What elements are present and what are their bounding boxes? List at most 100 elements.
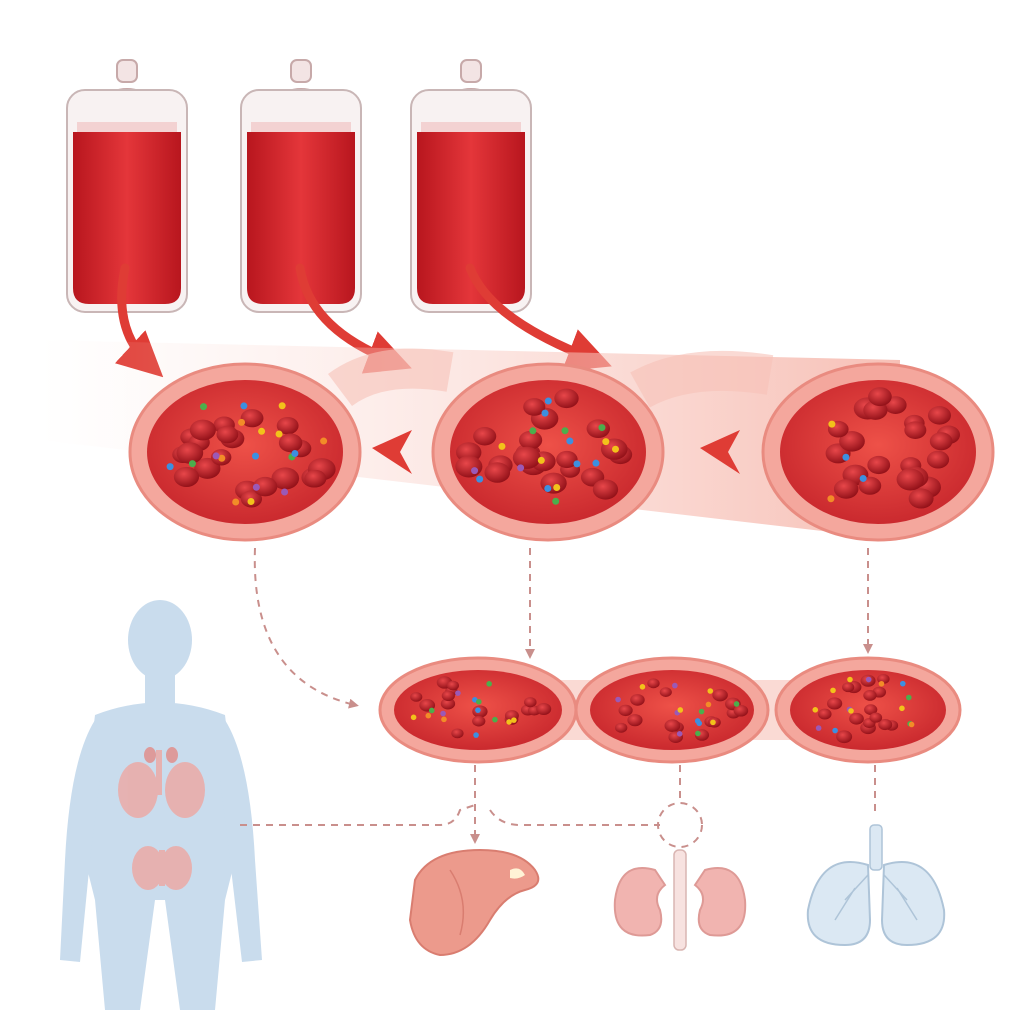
platelet-particle (258, 427, 266, 435)
red-blood-cell (455, 455, 483, 478)
red-blood-cell (869, 712, 883, 723)
vessel-large-3 (761, 362, 995, 542)
platelet-particle (592, 459, 600, 467)
flow-arrow-1 (372, 430, 412, 474)
blood-cells-small-2 (614, 678, 749, 743)
liver-icon (408, 848, 540, 957)
platelet-particle (232, 498, 240, 506)
red-blood-cell (818, 708, 832, 720)
red-blood-cell (276, 416, 299, 435)
platelet-particle (517, 464, 525, 472)
platelet-particle (441, 716, 447, 723)
platelet-particle (252, 483, 260, 491)
platelet-particle (672, 682, 678, 689)
red-blood-cell (441, 690, 455, 702)
platelet-particle (905, 694, 912, 701)
blood-bag-2 (240, 59, 362, 313)
dashed-connectors-top (253, 547, 873, 709)
platelet-particle (440, 710, 446, 717)
body-organs-lower (132, 846, 192, 890)
platelet-particle (212, 452, 220, 460)
platelet-particle (537, 456, 545, 464)
red-blood-cell (842, 682, 855, 693)
arrow-bag-3 (465, 263, 612, 372)
platelet-particle (492, 716, 498, 723)
platelet-particle (455, 690, 461, 696)
red-blood-cell (826, 697, 843, 710)
red-blood-cell (849, 712, 864, 725)
platelet-particle (677, 707, 684, 713)
red-blood-cell (304, 469, 327, 488)
platelet-particle (900, 680, 906, 687)
platelet-particle (166, 463, 174, 471)
red-blood-cell (540, 472, 567, 494)
red-blood-cell (839, 431, 865, 452)
red-blood-cell (627, 714, 643, 727)
body-silhouette (60, 600, 262, 1010)
platelet-particle (812, 706, 819, 713)
red-blood-cell (451, 728, 464, 739)
platelet-particle (471, 467, 479, 475)
platelet-particle (832, 727, 838, 734)
platelet-particle (475, 707, 481, 713)
blood-cells-large-3 (825, 387, 961, 509)
red-blood-cell (659, 687, 672, 697)
platelet-particle (240, 402, 248, 410)
red-blood-cell (410, 692, 423, 702)
platelet-particle (529, 427, 537, 435)
blood-bags (66, 59, 532, 313)
platelet-particle (566, 437, 574, 445)
red-blood-cell (836, 730, 853, 744)
body-organs-upper (118, 747, 205, 818)
platelet-particle (602, 438, 610, 446)
platelet-particle (707, 688, 714, 694)
platelet-particle (200, 403, 208, 411)
platelet-particle (498, 442, 506, 450)
platelet-particle (598, 424, 606, 432)
dashed-connector-1 (253, 547, 359, 709)
platelet-particle (238, 418, 246, 426)
red-blood-cell (556, 450, 578, 469)
platelet-particle (544, 397, 552, 405)
flow-arrows (372, 430, 740, 474)
vessel-large-2 (431, 362, 665, 542)
platelet-particle (252, 452, 260, 460)
lungs-icon (806, 824, 946, 947)
red-blood-cell (278, 433, 303, 453)
platelet-particle (865, 676, 872, 683)
platelet-particle (733, 701, 740, 707)
red-blood-cell (896, 468, 924, 491)
blood-cells-small-1 (410, 676, 552, 739)
vessel-small-3 (774, 656, 962, 764)
red-blood-cell (618, 704, 633, 717)
red-blood-cell (484, 462, 511, 483)
red-blood-cell (440, 697, 456, 710)
red-blood-cell (173, 466, 200, 487)
red-blood-cell (864, 704, 878, 715)
platelet-particle (847, 676, 853, 683)
red-blood-cell (926, 450, 950, 469)
platelet-particle (278, 402, 286, 410)
red-blood-cell (523, 697, 537, 708)
platelet-particle (828, 420, 836, 428)
vessel-small-2 (574, 656, 770, 764)
platelet-particle (511, 717, 517, 723)
vessel-small-1 (378, 656, 578, 764)
red-blood-cell (927, 406, 951, 425)
red-blood-cell (252, 476, 278, 497)
platelet-particle (553, 483, 561, 491)
platelet-particle (878, 680, 885, 687)
kidneys-icon (613, 849, 747, 951)
platelet-particle (848, 708, 854, 714)
dashed-connectors-bottom (240, 765, 876, 848)
red-blood-cell (586, 419, 610, 439)
platelet-particle (899, 705, 905, 712)
red-blood-cell (712, 688, 728, 702)
platelet-particle (410, 714, 417, 721)
platelet-particle (428, 707, 435, 714)
platelet-particle (188, 460, 196, 468)
red-blood-cell (904, 421, 927, 439)
red-blood-cell (176, 442, 204, 464)
platelet-particle (611, 445, 619, 453)
